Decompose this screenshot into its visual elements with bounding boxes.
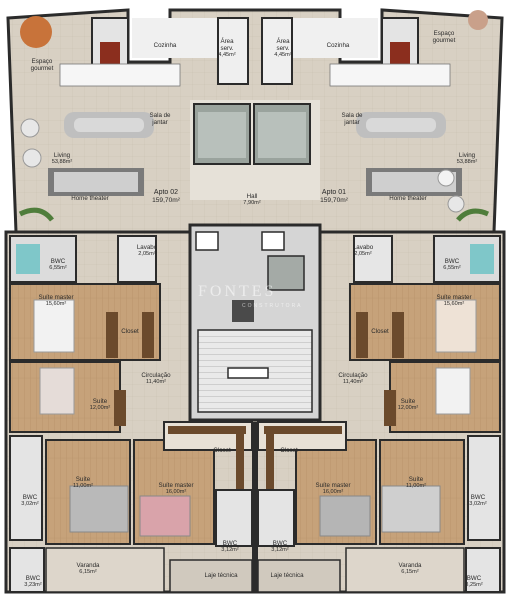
label-area-serv-left: Área serv.4,45m²	[218, 38, 236, 58]
label-home-theater-right: Home theater	[389, 195, 427, 202]
label-cozinha-left: Cozinha	[153, 42, 177, 49]
label-closet-top-left: Closet	[121, 328, 139, 335]
label-cozinha-right: Cozinha	[326, 42, 350, 49]
balconies	[45, 547, 465, 593]
closets-lower	[163, 421, 347, 494]
wet-areas-upper	[9, 235, 501, 283]
label-espaco-gourmet-left: Espaço gourmet	[30, 58, 54, 72]
label-closet-top-right: Closet	[371, 328, 389, 335]
core-hall	[188, 100, 322, 422]
label-closet-bottom-right: Closet	[280, 447, 298, 454]
label-espaco-gourmet-right: Espaço gourmet	[432, 30, 456, 44]
label-area-serv-right: Área serv.4,45m²	[274, 38, 292, 58]
apto-02-social-wing	[18, 16, 249, 222]
label-laje-tecnica-right: Laje técnica	[270, 572, 304, 579]
label-sala-jantar-right: Sala de jantar	[341, 112, 363, 126]
label-closet-bottom-left: Closet	[213, 447, 231, 454]
watermark-sub: CONSTRUTORA	[242, 303, 303, 309]
bedrooms	[9, 283, 501, 545]
apto-01-social-wing	[261, 10, 490, 222]
label-sala-jantar-left: Sala de jantar	[149, 112, 171, 126]
label-home-theater-left: Home theater	[71, 195, 109, 202]
party-wall	[252, 422, 258, 592]
label-laje-tecnica-left: Laje técnica	[204, 572, 238, 579]
baths-lower	[9, 435, 501, 593]
watermark-brand: FONTES	[198, 283, 277, 300]
